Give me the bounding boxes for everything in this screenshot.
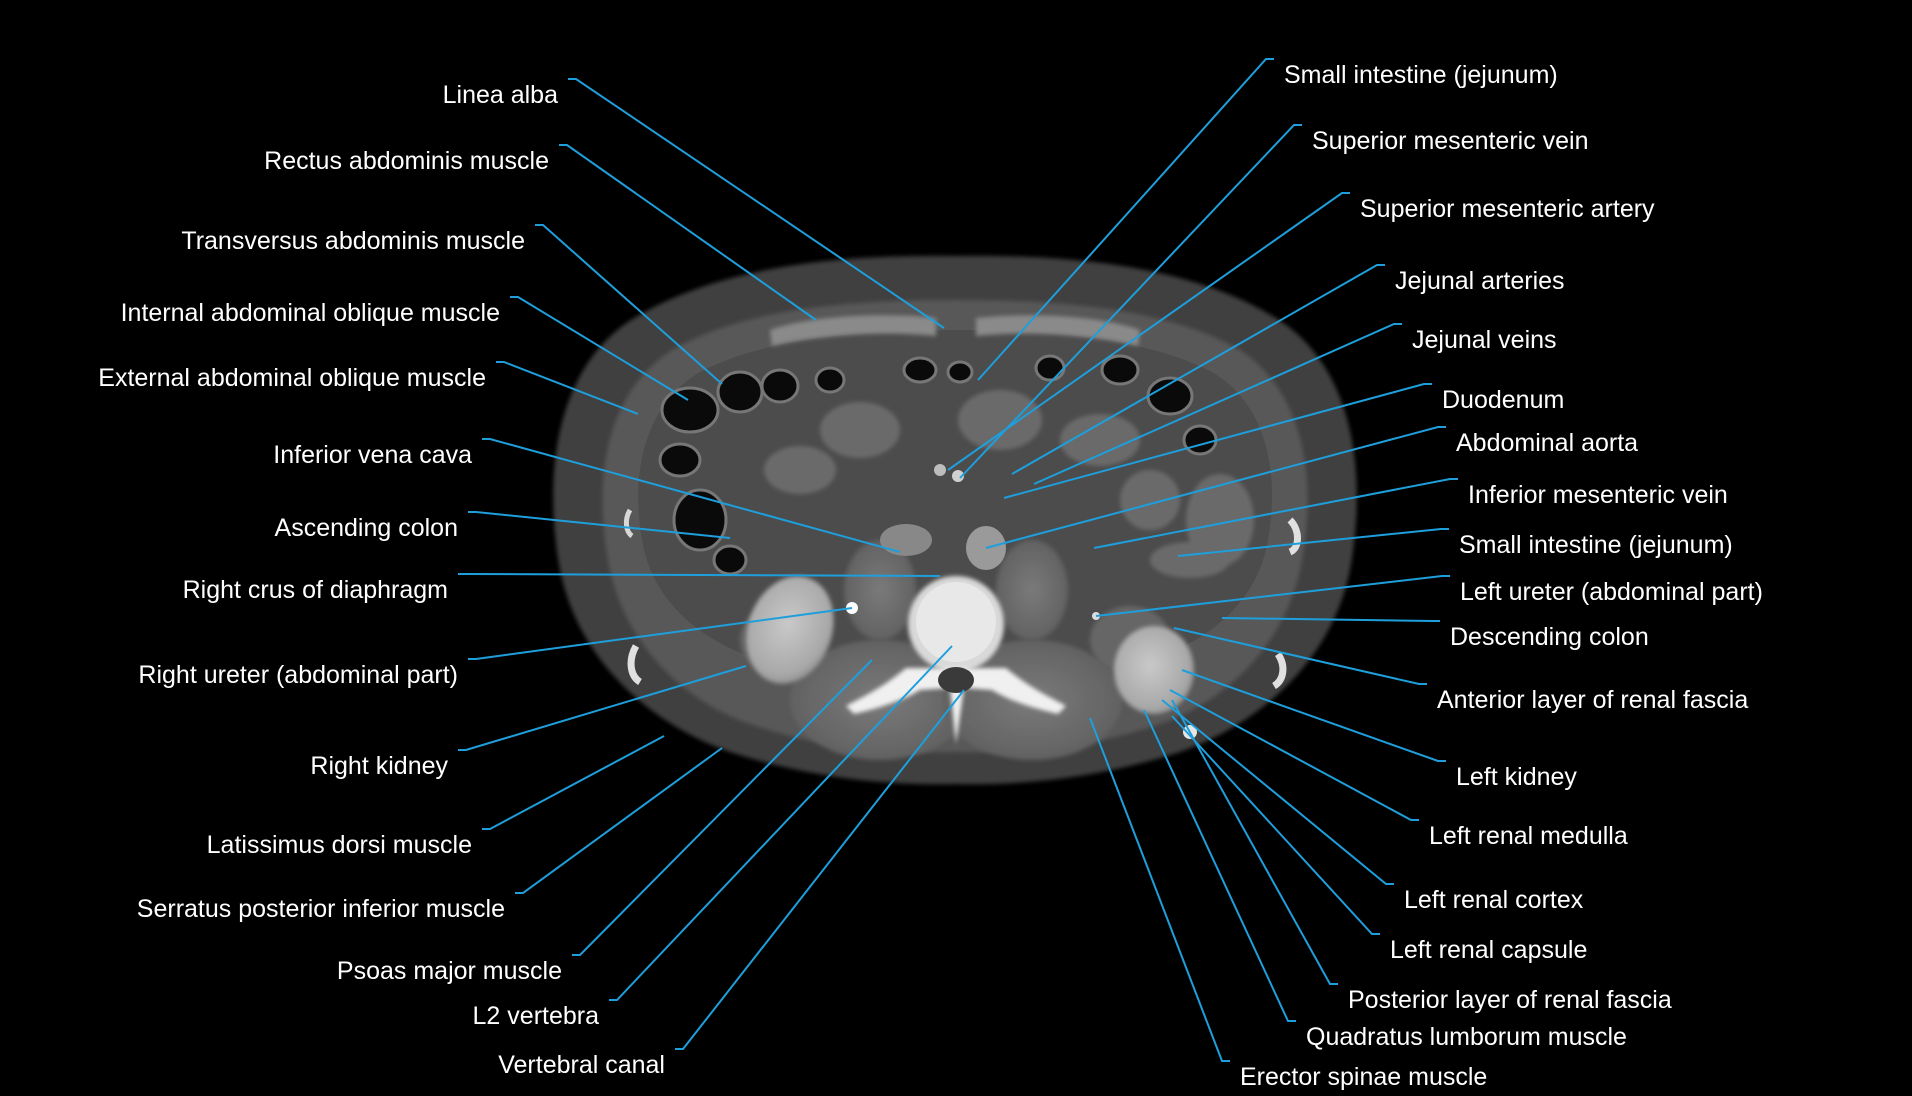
label-jejunal-veins: Jejunal veins [1412, 326, 1557, 354]
leader-left-kidney [1181, 669, 1446, 762]
leader-inferior-vena-cava [482, 438, 901, 553]
leader-vertebral-canal [675, 689, 965, 1050]
leader-superior-mesenteric-artery [947, 192, 1350, 471]
leader-duodenum [1003, 383, 1432, 499]
label-l2-vertebra: L2 vertebra [472, 1002, 599, 1030]
label-superior-mesenteric-vein: Superior mesenteric vein [1312, 127, 1589, 155]
leader-lines [458, 58, 1458, 1062]
leader-left-renal-capsule [1171, 715, 1380, 935]
leader-jejunal-veins [1033, 323, 1402, 485]
leader-ascending-colon [468, 511, 731, 539]
label-posterior-renal-fascia: Posterior layer of renal fascia [1348, 986, 1672, 1014]
leader-anterior-renal-fascia [1173, 627, 1427, 685]
leader-small-intestine-2 [1177, 528, 1449, 557]
label-right-kidney: Right kidney [310, 752, 448, 780]
label-transversus-abdominis: Transversus abdominis muscle [181, 227, 525, 255]
leader-internal-oblique [510, 296, 689, 401]
leader-rectus-abdominis [559, 144, 817, 321]
leader-transversus-abdominis [535, 224, 723, 385]
rectus-band-right [976, 315, 1140, 346]
label-abdominal-aorta: Abdominal aorta [1456, 429, 1639, 457]
rib-right-1 [627, 644, 643, 685]
vertebral-canal-shape [938, 667, 974, 693]
rib-left-1 [1287, 517, 1301, 556]
label-ascending-colon: Ascending colon [274, 514, 458, 542]
leader-external-oblique [496, 361, 639, 415]
leader-right-ureter [468, 607, 853, 660]
label-anterior-renal-fascia: Anterior layer of renal fascia [1437, 686, 1749, 714]
label-left-renal-medulla: Left renal medulla [1429, 822, 1628, 850]
leader-descending-colon [1221, 617, 1440, 622]
label-external-oblique: External abdominal oblique muscle [98, 364, 486, 392]
label-left-renal-capsule: Left renal capsule [1390, 936, 1588, 964]
label-left-ureter: Left ureter (abdominal part) [1460, 578, 1763, 606]
kidney-right [746, 576, 834, 684]
label-small-intestine-1: Small intestine (jejunum) [1284, 61, 1558, 89]
leader-superior-mesenteric-vein [959, 124, 1302, 479]
leader-inferior-mesenteric-vein [1093, 478, 1458, 549]
label-small-intestine-2: Small intestine (jejunum) [1459, 531, 1733, 559]
vertebral-arch [846, 668, 1066, 744]
label-jejunal-arteries: Jejunal arteries [1395, 267, 1565, 295]
leader-left-renal-medulla [1169, 689, 1419, 821]
label-linea-alba: Linea alba [442, 81, 558, 109]
leader-abdominal-aorta [985, 426, 1446, 549]
leader-right-kidney [458, 665, 747, 751]
label-left-kidney: Left kidney [1456, 763, 1577, 791]
rib-right-2 [623, 508, 634, 539]
label-vertebral-canal: Vertebral canal [498, 1051, 665, 1079]
leader-serratus-posterior [515, 747, 723, 894]
label-quadratus-lumborum: Quadratus lumborum muscle [1306, 1023, 1627, 1051]
label-superior-mesenteric-artery: Superior mesenteric artery [1360, 195, 1655, 223]
leader-left-ureter [1095, 575, 1450, 617]
sma [952, 470, 964, 482]
label-right-ureter: Right ureter (abdominal part) [138, 661, 458, 689]
leader-left-renal-cortex [1161, 699, 1394, 885]
label-duodenum: Duodenum [1442, 386, 1565, 414]
leader-right-crus [458, 573, 941, 577]
label-left-renal-cortex: Left renal cortex [1404, 886, 1584, 914]
vertebral-body-inner [916, 582, 996, 662]
rib-left-2 [1271, 652, 1287, 689]
leader-jejunal-arteries [1011, 264, 1385, 475]
label-psoas-major: Psoas major muscle [336, 957, 562, 985]
rectus-band-left [770, 315, 936, 346]
label-descending-colon: Descending colon [1450, 623, 1649, 651]
leader-posterior-renal-fascia [1171, 699, 1338, 985]
label-inferior-mesenteric-vein: Inferior mesenteric vein [1468, 481, 1728, 509]
label-latissimus-dorsi: Latissimus dorsi muscle [206, 831, 472, 859]
bowel-loops [764, 390, 1254, 578]
leader-small-intestine-1 [977, 58, 1274, 381]
leader-latissimus-dorsi [482, 735, 665, 830]
psoas-left [996, 540, 1068, 640]
leader-quadratus-lumborum [1143, 709, 1296, 1022]
leader-linea-alba [568, 78, 945, 329]
label-erector-spinae: Erector spinae muscle [1240, 1063, 1488, 1091]
smv [934, 464, 946, 476]
leader-psoas-major [572, 659, 873, 956]
label-inferior-vena-cava: Inferior vena cava [273, 441, 472, 469]
psoas-right [844, 540, 916, 640]
ivc [880, 524, 932, 556]
label-right-crus: Right crus of diaphragm [182, 576, 448, 604]
leader-l2-vertebra [609, 645, 953, 1001]
label-internal-oblique: Internal abdominal oblique muscle [120, 299, 500, 327]
label-serratus-posterior: Serratus posterior inferior muscle [136, 895, 505, 923]
leader-erector-spinae [1089, 717, 1230, 1062]
label-rectus-abdominis: Rectus abdominis muscle [264, 147, 549, 175]
